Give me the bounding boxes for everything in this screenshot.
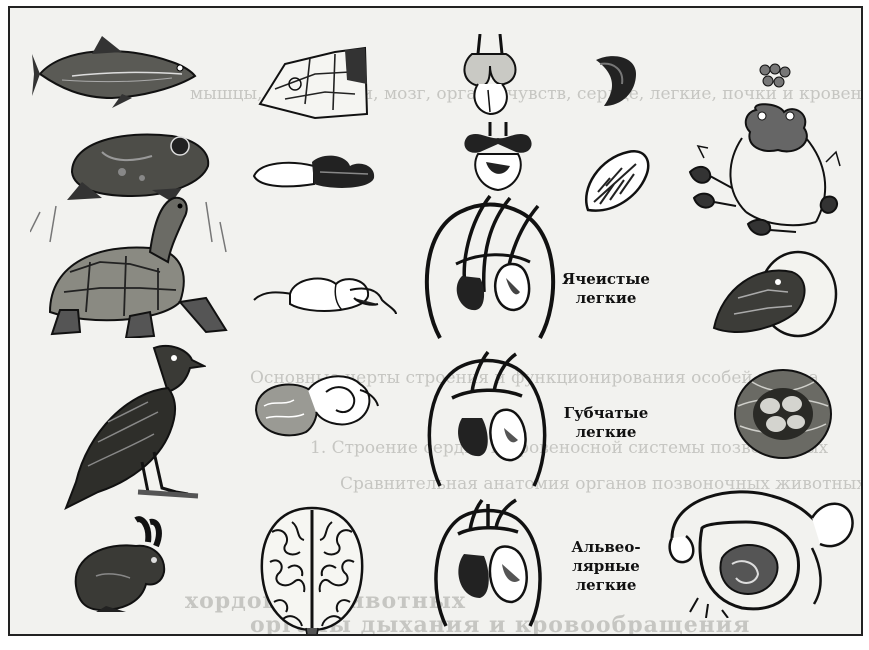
cellular-lungs-label-line2: легкие <box>560 289 652 308</box>
reptile-heart-diagram <box>420 192 560 340</box>
reptile-brain-diagram <box>250 270 398 318</box>
cellular-lungs-label-line1: Ячеистые <box>560 270 652 289</box>
spongy-lungs-label-line1: Губчатые <box>560 404 652 423</box>
alveolar-lungs-label-line2: лярные <box>560 557 652 576</box>
eagle-illustration <box>58 342 206 510</box>
two-chamber-heart-diagram <box>450 34 530 116</box>
spongy-lungs-label: Губчатые легкие <box>560 404 652 442</box>
frog-brain-diagram <box>250 152 378 192</box>
bird-brain-diagram <box>250 370 382 440</box>
illustration-frame: мышцы, конечности, мозг, органы чувств, … <box>8 6 863 636</box>
tortoise-illustration <box>30 192 230 338</box>
mammal-heart-diagram <box>430 498 546 628</box>
alveolar-lungs-label: Альвео- лярные легкие <box>560 538 652 595</box>
swim-bladder-diagram <box>592 52 638 108</box>
tadpole-development-diagram <box>686 102 844 244</box>
cellular-lungs-label: Ячеистые легкие <box>560 270 652 308</box>
frog-illustration <box>62 122 212 202</box>
hatching-turtle-illustration <box>708 248 838 340</box>
alveolar-lungs-label-line3: легкие <box>560 576 652 595</box>
alveolar-lungs-label-line1: Альвео- <box>560 538 652 557</box>
frog-lung-diagram <box>580 148 652 218</box>
fish-illustration <box>32 36 197 110</box>
rabbit-illustration <box>66 516 172 612</box>
nest-with-eggs-illustration <box>732 366 834 462</box>
spongy-lungs-label-line2: легкие <box>560 423 652 442</box>
fish-eggs-cluster <box>758 62 792 90</box>
uterus-with-embryo-diagram <box>662 478 858 618</box>
three-chamber-heart-diagram <box>460 122 536 192</box>
fish-skull-diagram <box>255 44 370 122</box>
bird-heart-diagram <box>422 348 552 488</box>
mammal-brain-diagram <box>256 502 368 636</box>
